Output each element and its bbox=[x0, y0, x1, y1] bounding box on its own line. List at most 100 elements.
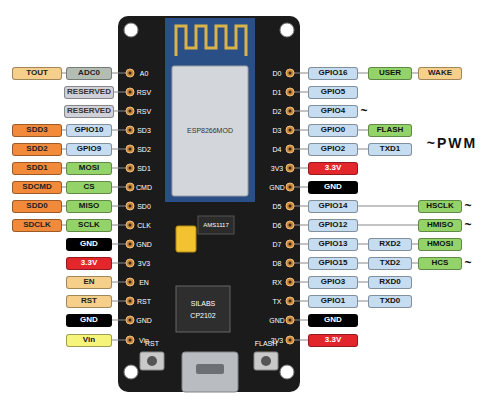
pin-function-text: GPIO13 bbox=[319, 240, 348, 248]
pin-function-box: GND bbox=[308, 314, 358, 327]
pin-function-box: GPIO1 bbox=[308, 295, 358, 308]
mount-hole bbox=[124, 23, 138, 37]
pin-function-text: WAKE bbox=[428, 69, 452, 77]
header-pin bbox=[286, 88, 294, 96]
pin-hole bbox=[129, 262, 132, 265]
pin-hole bbox=[129, 300, 132, 303]
pin-function-text: HSCLK bbox=[426, 202, 454, 210]
leader-line bbox=[112, 149, 126, 150]
header-pin bbox=[126, 336, 134, 344]
pin-function-box: GPIO12 bbox=[308, 219, 358, 232]
header-pin bbox=[126, 202, 134, 210]
pin-function-box: CS bbox=[66, 181, 112, 194]
silkscreen-pin-name: CLK bbox=[137, 222, 151, 229]
silkscreen-pin-name: CMD bbox=[136, 184, 152, 191]
module-marking: ESP8266MOD bbox=[187, 127, 233, 134]
leader-line bbox=[112, 92, 126, 93]
pin-function-text: TXD2 bbox=[380, 259, 400, 267]
pin-hole bbox=[289, 91, 292, 94]
metal-shield bbox=[172, 66, 248, 196]
button-cap bbox=[261, 356, 271, 366]
header-pin bbox=[126, 107, 134, 115]
pin-function-box: SDD2 bbox=[12, 143, 62, 156]
mount-hole bbox=[280, 23, 294, 37]
silkscreen-pin-name: D5 bbox=[273, 203, 282, 210]
pin-function-box: TXD2 bbox=[368, 257, 412, 270]
header-pin bbox=[286, 202, 294, 210]
header-pin bbox=[126, 183, 134, 191]
pin-hole bbox=[129, 72, 132, 75]
pin-function-text: RESERVED bbox=[67, 107, 111, 115]
leader-line bbox=[294, 92, 308, 93]
button-cap bbox=[147, 356, 157, 366]
pin-function-text: GND bbox=[324, 183, 342, 191]
pin-function-box: EN bbox=[66, 276, 112, 289]
pin-connector bbox=[358, 149, 368, 150]
pin-function-box: GPIO9 bbox=[66, 143, 112, 156]
pin-hole bbox=[289, 281, 292, 284]
pin-hole bbox=[129, 319, 132, 322]
pin-connector bbox=[358, 263, 368, 264]
header-pin bbox=[286, 145, 294, 153]
header-pin bbox=[126, 88, 134, 96]
board-pcb bbox=[118, 16, 300, 392]
pwm-legend-note: ~PWM bbox=[427, 136, 477, 150]
pin-function-text: TOUT bbox=[26, 69, 48, 77]
pin-function-text: HCS bbox=[432, 259, 449, 267]
header-pin bbox=[286, 336, 294, 344]
pin-function-text: GND bbox=[80, 316, 98, 324]
pin-hole bbox=[289, 205, 292, 208]
pin-function-box: GPIO0 bbox=[308, 124, 358, 137]
header-pin bbox=[126, 297, 134, 305]
leader-line bbox=[294, 130, 308, 131]
leader-line bbox=[112, 130, 126, 131]
pin-function-box: SDCMD bbox=[12, 181, 62, 194]
pin-function-box: SDD1 bbox=[12, 162, 62, 175]
capacitor bbox=[176, 226, 196, 252]
pin-function-box: GPIO16 bbox=[308, 67, 358, 80]
leader-line bbox=[112, 301, 126, 302]
header-pin bbox=[126, 240, 134, 248]
silkscreen-pin-name: RST bbox=[137, 298, 151, 305]
pin-function-box: HMISO bbox=[418, 219, 462, 232]
silkscreen-pin-name: RX bbox=[272, 279, 282, 286]
pin-hole bbox=[289, 262, 292, 265]
silkscreen-pin-name: D1 bbox=[273, 89, 282, 96]
pin-function-box: TOUT bbox=[12, 67, 62, 80]
pin-function-text: FLASH bbox=[377, 126, 404, 134]
pin-function-box: Vin bbox=[66, 334, 112, 347]
regulator-chip bbox=[198, 216, 234, 234]
silkscreen-pin-name: D4 bbox=[273, 146, 282, 153]
flash-button bbox=[254, 352, 278, 370]
leader-line bbox=[294, 168, 308, 169]
pin-function-text: TXD1 bbox=[380, 145, 400, 153]
pin-function-text: RXD2 bbox=[379, 240, 400, 248]
leader-line bbox=[294, 187, 308, 188]
pin-function-text: SDD0 bbox=[26, 202, 47, 210]
silkscreen-pin-name: EN bbox=[139, 279, 149, 286]
pin-function-box: WAKE bbox=[418, 67, 462, 80]
silkscreen-pin-name: 3V3 bbox=[271, 165, 283, 172]
header-pin bbox=[286, 297, 294, 305]
silkscreen-pin-name: TX bbox=[273, 298, 282, 305]
pin-function-text: USER bbox=[379, 69, 401, 77]
button-label: RST bbox=[145, 340, 159, 347]
chip-marking: CP2102 bbox=[190, 312, 215, 319]
leader-line bbox=[112, 244, 126, 245]
silkscreen-pin-name: D2 bbox=[273, 108, 282, 115]
leader-line bbox=[294, 149, 308, 150]
pin-function-text: SDD1 bbox=[26, 164, 47, 172]
pin-hole bbox=[129, 281, 132, 284]
pin-function-box: RST bbox=[66, 295, 112, 308]
leader-line bbox=[294, 244, 308, 245]
header-pin bbox=[286, 69, 294, 77]
pin-function-box: GPIO3 bbox=[308, 276, 358, 289]
antenna-trace bbox=[176, 26, 246, 56]
pin-function-text: HMISO bbox=[427, 221, 453, 229]
silkscreen-pin-name: D7 bbox=[273, 241, 282, 248]
header-pin bbox=[126, 126, 134, 134]
header-pin bbox=[126, 69, 134, 77]
pin-function-text: EN bbox=[83, 278, 94, 286]
pin-function-box: 3.3V bbox=[308, 162, 358, 175]
pwm-marker: ~ bbox=[464, 257, 471, 269]
